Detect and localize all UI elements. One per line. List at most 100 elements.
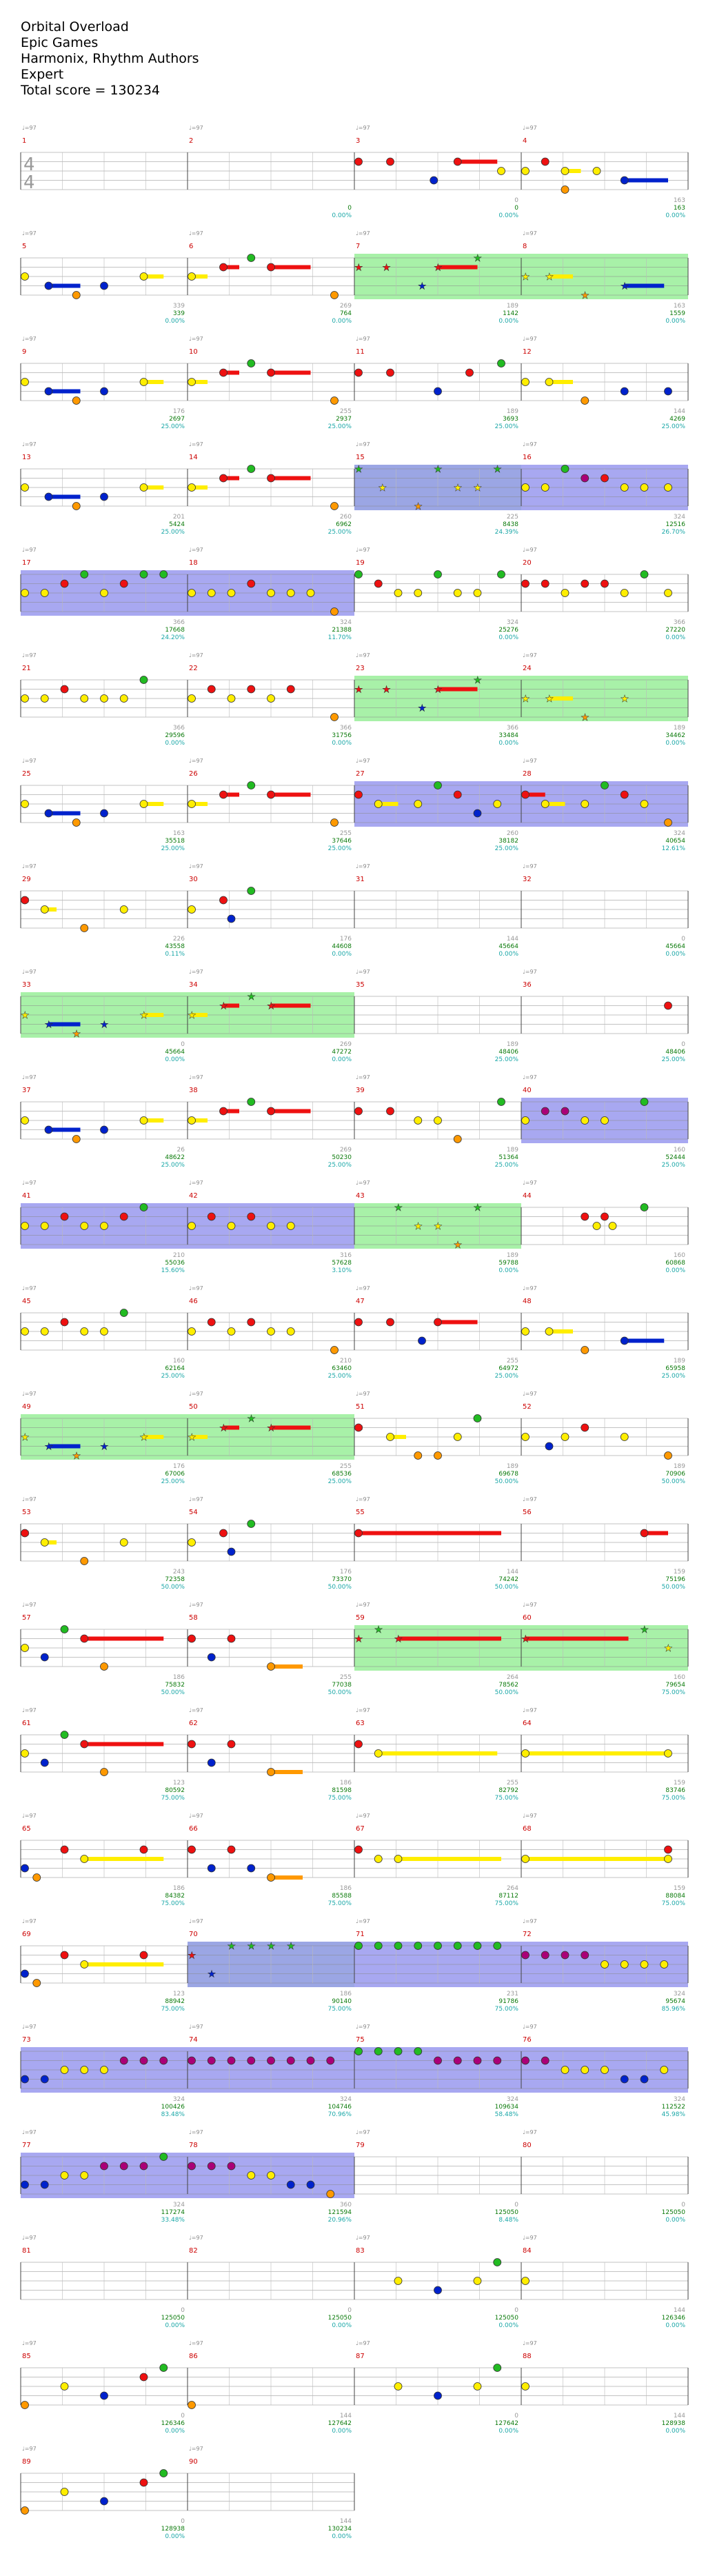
measure-number: 13 [22, 454, 31, 461]
note-gem [267, 694, 275, 703]
tempo-marker: ♩=97 [523, 2340, 537, 2346]
measure-number: 36 [523, 981, 532, 989]
measure-points: 260 [507, 830, 518, 837]
cumulative-score: 88084 [665, 1893, 685, 1900]
note-gem [561, 1107, 569, 1116]
cumulative-score: 95674 [665, 1998, 685, 2005]
note-gem [227, 914, 236, 923]
measure-points: 123 [173, 1780, 185, 1787]
note-gem [21, 378, 29, 386]
tempo-marker: ♩=97 [22, 1285, 37, 1291]
overdrive-percent: 0.00% [498, 2322, 518, 2329]
sustain-tail [48, 1022, 81, 1027]
measure-number: 85 [22, 2353, 31, 2360]
note-gem [620, 2075, 629, 2084]
measure-points: 255 [340, 408, 352, 415]
measure-number: 15 [356, 454, 365, 461]
note-gem [207, 685, 216, 694]
note-gem [247, 2056, 256, 2065]
note-gem [60, 1845, 69, 1854]
note-gem [306, 589, 315, 597]
overdrive-percent: 50.00% [495, 1689, 519, 1696]
note-gem [541, 1951, 549, 1960]
note-gem [247, 465, 256, 473]
note-gem [247, 1318, 256, 1327]
tempo-marker: ♩=97 [523, 1285, 537, 1291]
note-gem [354, 1318, 363, 1327]
cumulative-score: 45664 [165, 1049, 185, 1056]
measure-number: 11 [356, 348, 365, 356]
note-gem [80, 924, 89, 932]
note-gem [219, 1107, 228, 1116]
note-gem [60, 1731, 69, 1739]
overdrive-percent: 3.10% [332, 1267, 352, 1274]
note-gem [267, 368, 275, 377]
overdrive-percent: 25.00% [328, 845, 352, 852]
cumulative-score: 117274 [161, 2209, 185, 2216]
sustain-tail [143, 1013, 164, 1017]
note-gem [188, 2162, 196, 2171]
measure-points: 366 [173, 619, 185, 626]
cumulative-score: 104746 [328, 2104, 352, 2111]
measure-number: 61 [22, 1720, 31, 1727]
note-gem [354, 790, 363, 799]
star-note: ★ [474, 675, 483, 686]
tempo-marker: ♩=97 [189, 969, 203, 975]
note-gem [80, 1327, 89, 1336]
tempo-marker: ♩=97 [189, 1813, 203, 1819]
measure-number: 68 [523, 1825, 532, 1833]
measure-points: 324 [507, 2096, 518, 2103]
sustain-tail [48, 811, 81, 816]
note-gem [247, 887, 256, 895]
note-gem [188, 1634, 196, 1643]
tempo-marker: ♩=97 [356, 1707, 370, 1713]
note-gem [394, 2047, 403, 2055]
star-note: ★ [418, 703, 427, 714]
note-gem [620, 387, 629, 396]
sustain-tail [143, 1435, 164, 1439]
note-gem [21, 2075, 29, 2084]
cumulative-score: 64972 [498, 1365, 518, 1372]
sustain-tail [223, 476, 239, 481]
measure-points: 260 [340, 514, 352, 521]
overdrive-percent: 25.00% [328, 529, 352, 536]
note-gem [40, 2075, 49, 2084]
note-gem [44, 387, 53, 396]
measure-number: 24 [523, 665, 532, 672]
note-gem [227, 694, 236, 703]
star-note: ★ [208, 1969, 216, 1980]
measure-points: 0 [181, 1041, 185, 1048]
note-gem [188, 2401, 196, 2409]
star-note: ★ [545, 694, 554, 705]
cumulative-score: 38182 [498, 838, 518, 845]
measure-number: 63 [356, 1720, 365, 1727]
measure-points: 324 [674, 830, 685, 837]
note-gem [188, 1222, 196, 1230]
note-gem [100, 1662, 108, 1671]
note-gem [473, 809, 482, 818]
note-gem [354, 1740, 363, 1749]
note-gem [119, 1309, 128, 1317]
note-gem [100, 1125, 108, 1134]
tempo-marker: ♩=97 [356, 547, 370, 553]
note-gem [188, 1740, 196, 1749]
sustain-tail [223, 792, 239, 797]
overdrive-percent: 50.00% [328, 1584, 352, 1591]
sustain-tail [271, 476, 311, 481]
measure-number: 52 [523, 1403, 532, 1411]
tempo-marker: ♩=97 [22, 1391, 37, 1397]
note-gem [620, 483, 629, 492]
overdrive-percent: 50.00% [328, 1689, 352, 1696]
